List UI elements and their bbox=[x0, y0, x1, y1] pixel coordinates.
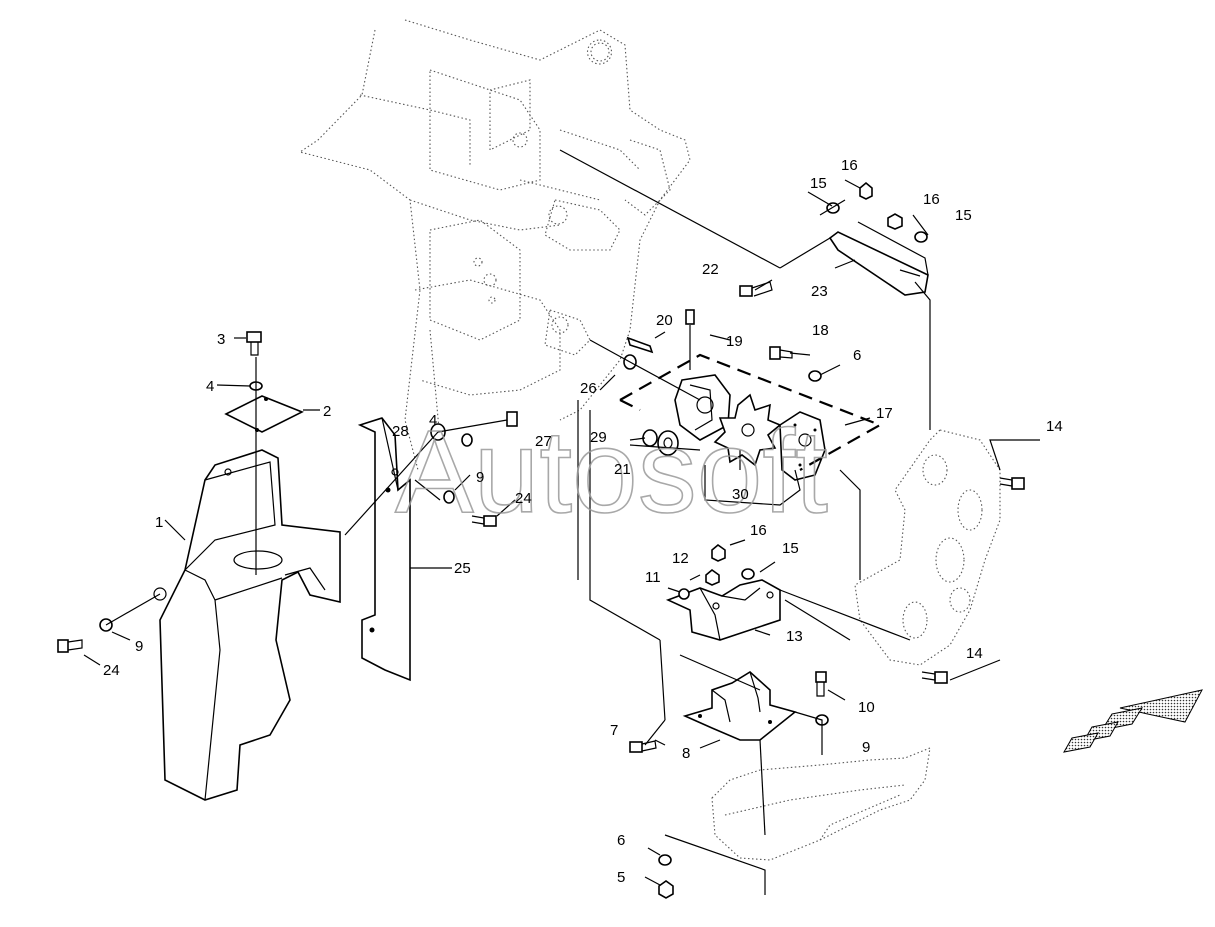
callout-23: 23 bbox=[811, 283, 828, 300]
fasteners bbox=[57, 181, 1025, 899]
callout-24b: 24 bbox=[103, 662, 120, 679]
callout-9b: 9 bbox=[135, 638, 143, 655]
callout-17: 17 bbox=[876, 405, 893, 422]
callout-24: 24 bbox=[515, 490, 532, 507]
callout-13: 13 bbox=[786, 628, 803, 645]
part-2-plate bbox=[224, 395, 304, 433]
callout-12: 12 bbox=[672, 550, 689, 567]
callout-22: 22 bbox=[702, 261, 719, 278]
callout-4: 4 bbox=[206, 378, 214, 395]
leader-lines bbox=[83, 149, 1040, 895]
part-19-bolt bbox=[685, 309, 695, 325]
part-20-key bbox=[626, 336, 654, 354]
part-17-group-outline bbox=[619, 353, 883, 506]
part-29-bearing bbox=[642, 429, 679, 456]
lower-chute bbox=[711, 747, 931, 861]
callout-16b: 16 bbox=[923, 191, 940, 208]
part-1-housing bbox=[153, 449, 341, 801]
callout-2: 2 bbox=[323, 403, 331, 420]
callout-30: 30 bbox=[732, 486, 749, 503]
callout-19: 19 bbox=[726, 333, 743, 350]
callout-25: 25 bbox=[454, 560, 471, 577]
callout-20: 20 bbox=[656, 312, 673, 329]
callout-1: 1 bbox=[155, 514, 163, 531]
direction-arrow-icon bbox=[1063, 689, 1203, 753]
part-8-base bbox=[682, 671, 797, 741]
callout-10: 10 bbox=[858, 699, 875, 716]
callout-14: 14 bbox=[1046, 418, 1063, 435]
callout-8: 8 bbox=[682, 745, 690, 762]
machine-frame bbox=[298, 19, 691, 471]
callout-9c: 9 bbox=[862, 739, 870, 756]
callout-6: 6 bbox=[853, 347, 861, 364]
callout-4b: 4 bbox=[429, 412, 437, 429]
callout-27: 27 bbox=[535, 433, 552, 450]
part-30-star bbox=[713, 393, 782, 467]
callout-15c: 15 bbox=[782, 540, 799, 557]
part-23-lever bbox=[828, 221, 929, 296]
callout-16c: 16 bbox=[750, 522, 767, 539]
callout-5: 5 bbox=[617, 869, 625, 886]
gearbox-cover bbox=[854, 429, 1001, 666]
callout-labels: 1 2 3 4 4 5 6 6 7 8 9 9 9 9 10 11 12 13 … bbox=[103, 157, 1063, 886]
callout-26: 26 bbox=[580, 380, 597, 397]
callout-9: 9 bbox=[476, 469, 484, 486]
callout-29: 29 bbox=[590, 429, 607, 446]
watermark: Autosoft bbox=[395, 406, 828, 538]
callout-6b: 6 bbox=[617, 832, 625, 849]
callout-11: 11 bbox=[645, 569, 661, 586]
callout-18: 18 bbox=[812, 322, 829, 339]
callout-15b: 15 bbox=[955, 207, 972, 224]
callout-16: 16 bbox=[841, 157, 858, 174]
callout-7: 7 bbox=[610, 722, 618, 739]
callout-3: 3 bbox=[217, 331, 225, 348]
callout-15: 15 bbox=[810, 175, 827, 192]
part-coupling-housing bbox=[674, 374, 731, 441]
part-22-bolt bbox=[739, 281, 773, 297]
callout-14b: 14 bbox=[966, 645, 983, 662]
callout-21: 21 bbox=[614, 461, 631, 478]
callout-28: 28 bbox=[392, 423, 409, 440]
